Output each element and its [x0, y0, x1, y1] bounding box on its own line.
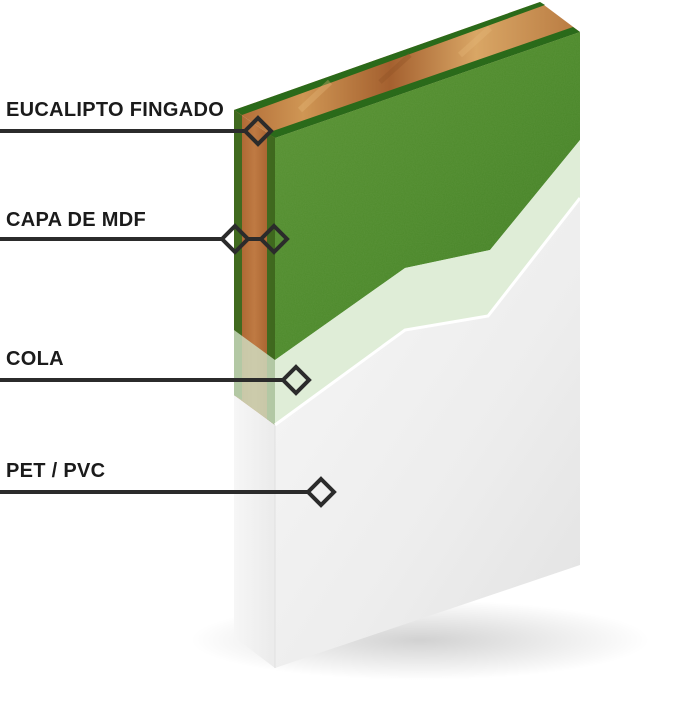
- cola-layer: [234, 140, 582, 427]
- diamond-marker-icon: [305, 476, 337, 508]
- callout-mdf: CAPA DE MDF: [0, 209, 290, 255]
- eucalipto-top: [234, 2, 580, 138]
- label-mdf: CAPA DE MDF: [6, 209, 146, 231]
- diamond-marker-icon: [258, 223, 290, 255]
- mdf-layer: [275, 32, 580, 360]
- diamond-marker-icon: [219, 223, 251, 255]
- diamond-marker-icon: [280, 364, 312, 396]
- label-pet-pvc: PET / PVC: [6, 460, 105, 482]
- callout-eucalipto: EUCALIPTO FINGADO: [0, 99, 274, 147]
- diamond-marker-icon: [242, 115, 274, 147]
- label-eucalipto: EUCALIPTO FINGADO: [6, 99, 224, 121]
- label-cola: COLA: [6, 348, 64, 370]
- callout-pet-pvc: PET / PVC: [0, 460, 337, 508]
- pet-pvc-layer: [234, 198, 580, 668]
- callout-cola: COLA: [0, 348, 312, 396]
